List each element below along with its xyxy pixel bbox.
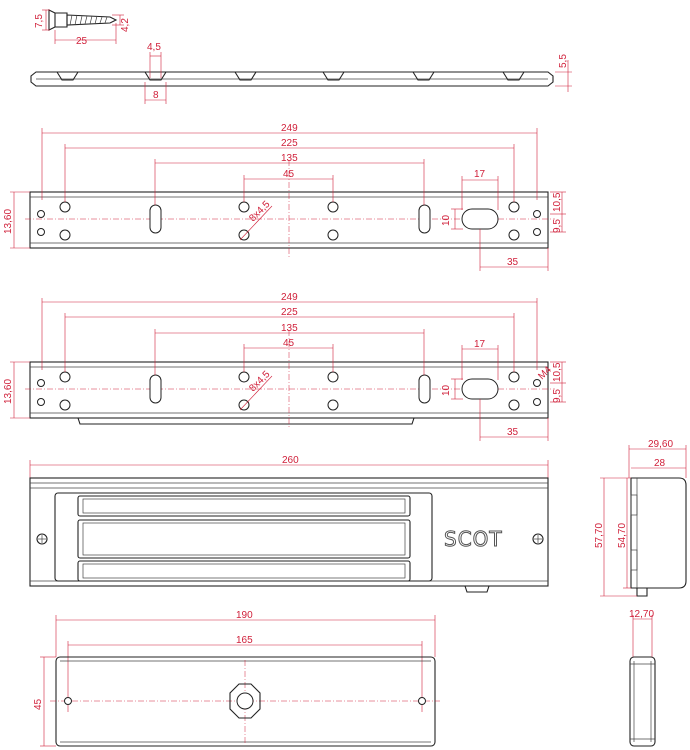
plate-top-holes-dim: 225 — [281, 138, 298, 149]
plate-top-slots-dim: 135 — [281, 153, 298, 164]
plate-top-overall-dim: 249 — [281, 123, 298, 134]
plate-mid-slot-size-dim: 8x4,5 — [247, 369, 272, 394]
plate-top-view: 249 225 135 45 8x4,5 17 10 13,60 10,5 9,… — [3, 123, 566, 271]
plate-top-height-dim: 13,60 — [3, 209, 14, 234]
plate-top-oval-height-dim: 10 — [441, 214, 452, 226]
plate-top-oval-dim: 17 — [474, 169, 486, 180]
magnet-side-width-inner-dim: 28 — [654, 458, 666, 469]
strip-countersink-dim: 4,5 — [147, 42, 161, 53]
strip-thickness-dim: 5,5 — [558, 54, 569, 68]
plate-mid-slots-dim: 135 — [281, 323, 298, 334]
magnet-front-view: 260 SCOT — [29, 455, 549, 593]
plate-mid-inner-dim: 45 — [283, 338, 295, 349]
armature-side-view: 12,70 — [629, 609, 656, 747]
armature-side-thickness-dim: 12,70 — [629, 609, 654, 620]
plate-mid-r1-dim: 10,5 — [552, 362, 563, 382]
screw-head-dim: 7,5 — [34, 14, 45, 28]
plate-top-right-offset-dim: 35 — [507, 257, 519, 268]
plate-mid-height-dim: 13,60 — [3, 379, 14, 404]
plate-mid-holes-dim: 225 — [281, 307, 298, 318]
screw-view: 7,5 25 4,2 — [34, 9, 131, 47]
plate-top-r2-dim: 9,5 — [552, 219, 563, 233]
plate-mid-view: 249 225 135 45 8x4,5 17 10 13,60 10,5 9,… — [3, 292, 566, 441]
plate-top-r1-dim: 10,5 — [552, 192, 563, 212]
armature-height-dim: 45 — [33, 698, 44, 710]
plate-top-slot-size-dim: 8x4,5 — [247, 199, 272, 224]
plate-top-inner-dim: 45 — [283, 169, 295, 180]
scot-logo: SCOT — [444, 527, 503, 551]
plate-mid-oval-dim: 17 — [474, 339, 486, 350]
screw-diameter-dim: 4,2 — [120, 18, 131, 32]
plate-mid-right-offset-dim: 35 — [507, 427, 519, 438]
plate-mid-oval-height-dim: 10 — [441, 384, 452, 396]
magnet-side-height-outer-dim: 57,70 — [594, 523, 605, 548]
armature-length-dim: 190 — [236, 610, 253, 621]
side-strip-view: 4,5 8 5,5 — [30, 42, 572, 104]
magnet-side-height-inner-dim: 54,70 — [617, 523, 628, 548]
armature-view: 190 165 45 — [33, 610, 440, 747]
magnet-side-view: 29,60 28 57,70 54,70 — [594, 439, 687, 597]
strip-head-dim: 8 — [153, 90, 159, 101]
armature-holes-dim: 165 — [236, 635, 253, 646]
screw-length-dim: 25 — [76, 36, 88, 47]
plate-mid-overall-dim: 249 — [281, 292, 298, 303]
magnet-length-dim: 260 — [282, 455, 299, 466]
plate-mid-r2-dim: 9,5 — [552, 389, 563, 403]
magnet-side-width-outer-dim: 29,60 — [648, 439, 673, 450]
